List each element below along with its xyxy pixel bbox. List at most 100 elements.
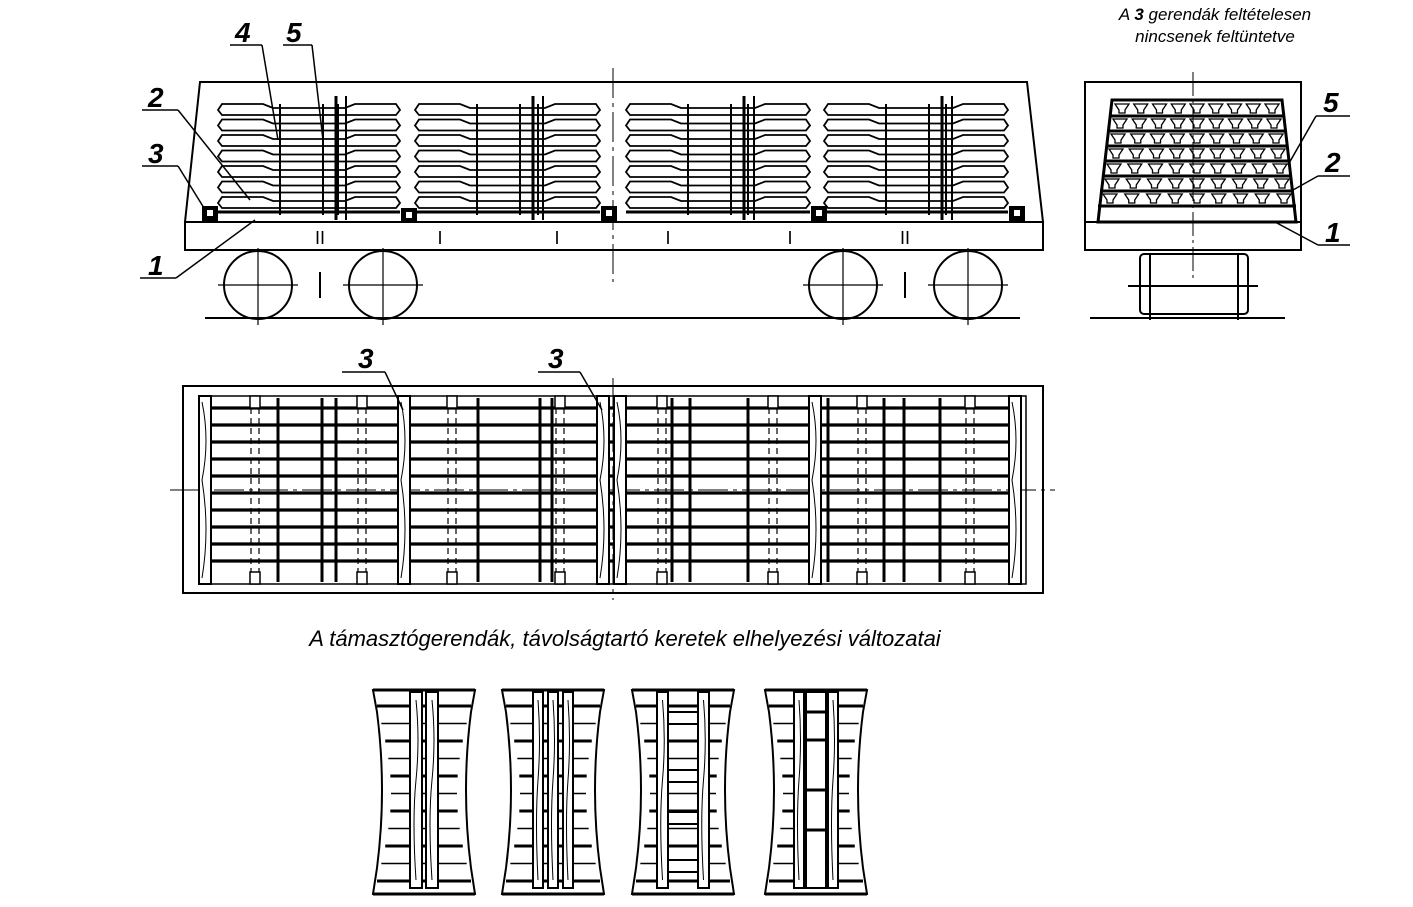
callout-plan-3a: 3 <box>358 343 374 374</box>
variant-spacer-frame <box>667 769 699 783</box>
variant-beam <box>425 691 439 889</box>
callout-side-3: 3 <box>148 138 164 169</box>
end-rail-section <box>1230 163 1247 174</box>
support-mark: II <box>900 228 910 248</box>
plan-beam-body <box>397 395 411 585</box>
rail-profile <box>822 149 1010 163</box>
variant-beam-grain <box>831 699 835 881</box>
end-rail-section <box>1149 133 1166 144</box>
plan-support-beam <box>198 395 212 585</box>
end-rail-section <box>1188 118 1206 129</box>
end-rail-section <box>1111 118 1129 129</box>
plan-beam-body <box>613 395 627 585</box>
rail-profile <box>216 149 402 163</box>
plan-spacer-top <box>964 395 976 409</box>
end-rail-section <box>1107 148 1125 159</box>
plan-spacer-bottom <box>446 571 458 585</box>
end-rail-section <box>1101 193 1119 204</box>
end-rail-section <box>1105 163 1123 174</box>
rail-profile <box>413 196 602 209</box>
rail-stack-1 <box>216 96 402 220</box>
variant-spacer-frame <box>667 859 699 873</box>
variant-beam <box>697 691 710 889</box>
plan-spacer-top <box>249 395 261 409</box>
rail-profile <box>216 180 402 194</box>
plan-spacer-top <box>446 395 458 409</box>
support-block-hole <box>606 210 612 216</box>
rail-profile <box>216 118 402 132</box>
end-rail-section <box>1128 148 1145 159</box>
plan-spacer-bottom <box>554 571 566 585</box>
end-rail-section <box>1188 133 1206 144</box>
end-rail-section <box>1228 133 1245 144</box>
support-variants <box>371 688 869 896</box>
rail-profile <box>822 180 1010 194</box>
variant-spacer-frame <box>667 711 699 725</box>
variant-beam <box>656 691 669 889</box>
plan-beam-body <box>808 395 822 585</box>
end-rail-section <box>1188 148 1206 159</box>
end-rail-section <box>1248 133 1265 144</box>
support-block-hole <box>406 212 412 218</box>
plan-beam-grain <box>599 401 605 579</box>
callout-side-2: 2 <box>147 82 164 113</box>
note-prefix: A <box>1118 5 1130 24</box>
end-rail-section <box>1146 178 1163 189</box>
end-rail-section <box>1188 178 1206 189</box>
variant-beam <box>562 691 574 889</box>
end-rail-section <box>1275 193 1293 204</box>
end-rail-section <box>1263 103 1281 114</box>
end-view-note: A 3 gerendák feltételesen nincsenek felt… <box>1040 4 1390 48</box>
rail-stack-4 <box>822 96 1010 220</box>
end-rail-section <box>1252 178 1269 189</box>
wheel <box>218 248 298 325</box>
end-rail-section <box>1150 118 1167 129</box>
end-rail-section <box>1109 133 1127 144</box>
variant-beam <box>532 691 544 889</box>
support-variant-3 <box>630 688 736 896</box>
rail-profile <box>822 118 1010 132</box>
end-rail-section <box>1125 178 1142 189</box>
rail-profile <box>413 118 602 132</box>
variant-spacer-frame <box>667 811 699 825</box>
end-rail-section <box>1267 133 1285 144</box>
variant-beam <box>409 691 423 889</box>
plan-spacer-top <box>856 395 868 409</box>
note-line2: nincsenek feltüntetve <box>1135 27 1295 46</box>
plan-beam-grain <box>811 401 817 579</box>
plan-spacer-bottom <box>767 571 779 585</box>
end-rail-section <box>1188 103 1206 114</box>
plan-support-beam <box>397 395 411 585</box>
end-rail-section <box>1232 193 1249 204</box>
rail-profile <box>822 103 1010 116</box>
end-rail-section <box>1271 163 1289 174</box>
support-variant-4 <box>763 688 869 896</box>
end-rail-section <box>1169 118 1186 129</box>
rail-profile <box>216 103 402 116</box>
variant-beam <box>547 691 559 889</box>
callout-labels: 4 5 2 3 1 5 2 1 3 3 <box>147 17 1341 374</box>
end-rail-section <box>1188 163 1206 174</box>
end-rail-section <box>1246 118 1263 129</box>
support-variant-1 <box>371 688 477 896</box>
wheel <box>803 248 883 325</box>
plan-beam-body <box>1008 395 1022 585</box>
note-suffix: gerendák feltételesen <box>1148 5 1312 24</box>
rail-profile <box>624 149 812 163</box>
rail-profile <box>822 134 1010 147</box>
plan-spacer-top <box>356 395 368 409</box>
variant-beam-grain <box>536 699 540 881</box>
rail-profile <box>413 165 602 178</box>
callout-plan-3b: 3 <box>548 343 564 374</box>
end-rail-section <box>1273 178 1291 189</box>
callout-side-4: 4 <box>234 17 251 48</box>
plan-beam-grain <box>616 401 622 579</box>
plan-beam-body <box>198 395 212 585</box>
end-rail-section <box>1245 103 1262 114</box>
rail-profile <box>413 149 602 163</box>
end-rail-section <box>1208 133 1225 144</box>
variant-beam <box>793 691 805 889</box>
rail-profile <box>624 134 812 147</box>
end-rail-section <box>1254 193 1271 204</box>
